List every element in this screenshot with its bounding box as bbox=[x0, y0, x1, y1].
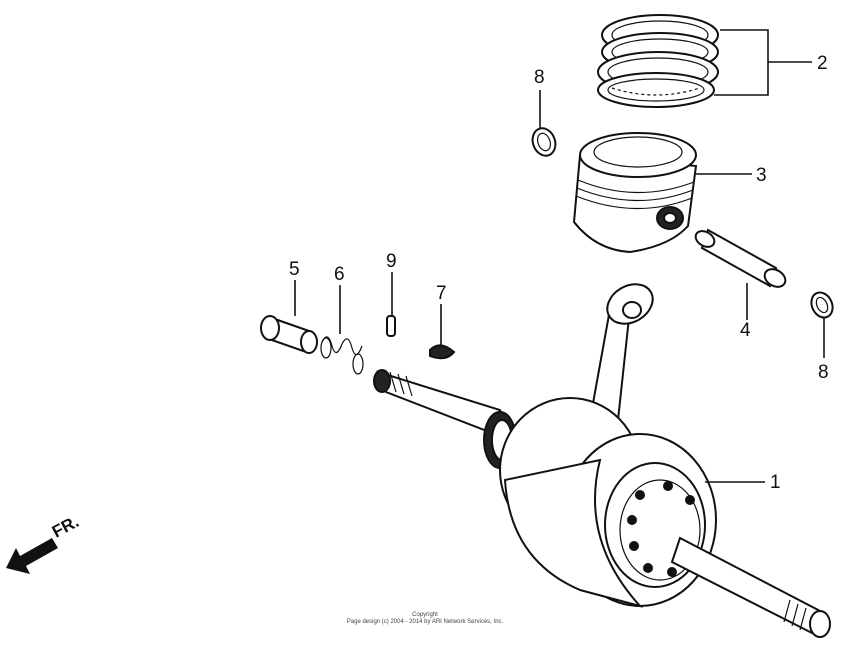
piston-rings[interactable] bbox=[597, 14, 719, 108]
callout-4[interactable]: 4 bbox=[740, 320, 751, 341]
piston[interactable] bbox=[572, 132, 698, 254]
piston-pin-clip-right[interactable] bbox=[807, 289, 836, 321]
front-direction-label: FR. bbox=[49, 512, 82, 542]
copyright-line-2: Page design (c) 2004 - 2014 by ARI Netwo… bbox=[346, 619, 504, 625]
spring[interactable] bbox=[320, 336, 364, 375]
callout-8-right[interactable]: 8 bbox=[818, 362, 829, 383]
callout-6[interactable]: 6 bbox=[334, 264, 345, 285]
callout-2[interactable]: 2 bbox=[817, 53, 828, 74]
callout-8-top[interactable]: 8 bbox=[534, 67, 545, 88]
callout-7[interactable]: 7 bbox=[436, 283, 447, 304]
callout-9[interactable]: 9 bbox=[386, 251, 397, 272]
callout-1[interactable]: 1 bbox=[770, 472, 781, 493]
leader-lines bbox=[294, 29, 825, 483]
crankshaft[interactable] bbox=[373, 276, 831, 638]
callout-5[interactable]: 5 bbox=[289, 259, 300, 280]
dowel-pin[interactable] bbox=[386, 315, 396, 337]
tensioner-cap[interactable] bbox=[260, 315, 318, 354]
piston-pin[interactable] bbox=[693, 228, 789, 290]
woodruff-key[interactable] bbox=[429, 344, 456, 360]
piston-pin-clip-left[interactable] bbox=[529, 125, 559, 159]
copyright-line-1: Copyright bbox=[412, 612, 438, 618]
front-direction-arrow: FR. bbox=[6, 512, 82, 574]
callout-3[interactable]: 3 bbox=[756, 165, 767, 186]
